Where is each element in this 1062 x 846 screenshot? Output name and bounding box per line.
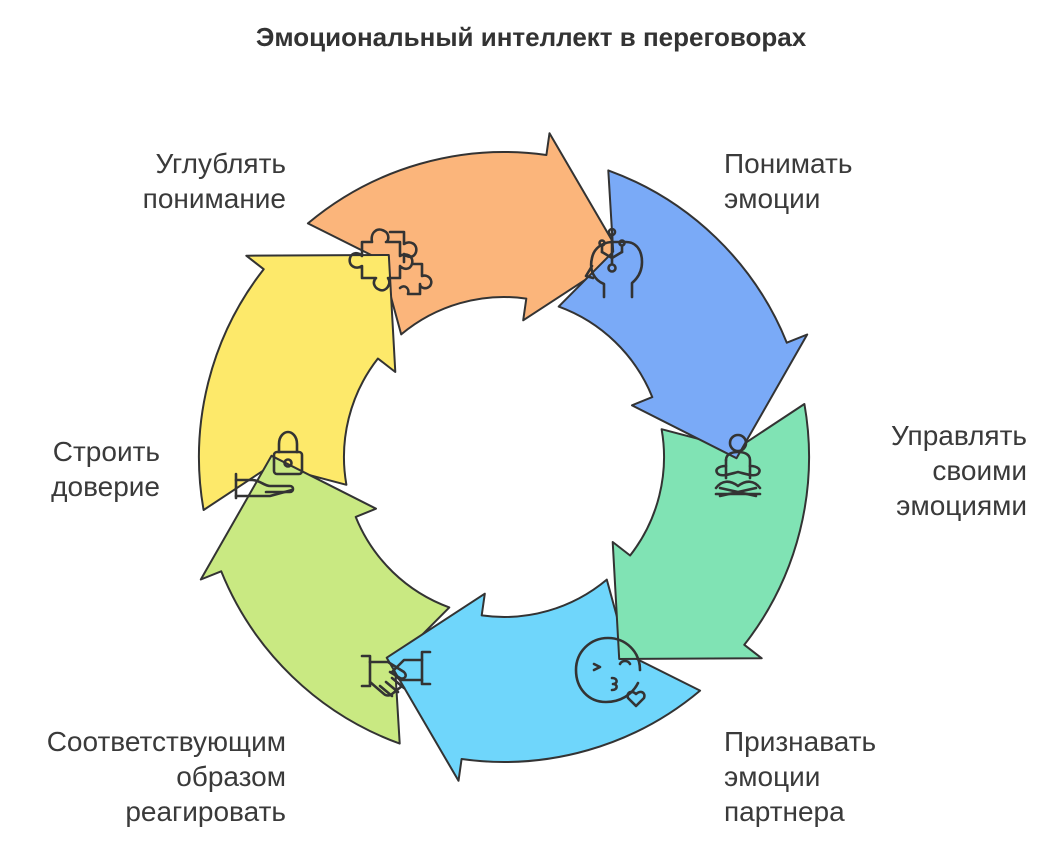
cycle-arrow-recognize	[385, 578, 702, 782]
cycle-arrows	[197, 132, 811, 782]
cycle-arrow-deepen	[306, 132, 623, 336]
cycle-arrow-respond	[199, 454, 451, 745]
step-label-trust: Строить доверие	[51, 436, 160, 502]
cycle-icons	[234, 227, 762, 708]
cycle-arrow-manage	[611, 403, 811, 660]
step-label-understand: Понимать эмоции	[724, 148, 853, 214]
page-title: Эмоциональный интеллект в переговорах	[255, 22, 807, 52]
lock-hand-icon	[234, 430, 304, 500]
step-label-manage: Управлять своими эмоциями	[891, 420, 1027, 521]
handshake-icon	[360, 650, 432, 698]
brain-head-icon	[584, 227, 644, 299]
step-label-deepen: Углублять понимание	[142, 148, 286, 214]
kiss-face-icon	[574, 636, 646, 708]
puzzle-icon	[348, 228, 433, 296]
step-label-respond: Соответствующим образом реагировать	[46, 726, 286, 827]
meditation-icon	[714, 433, 762, 498]
step-label-recognize: Признавать эмоции партнера	[724, 726, 877, 827]
cycle-arrow-trust	[197, 254, 397, 511]
